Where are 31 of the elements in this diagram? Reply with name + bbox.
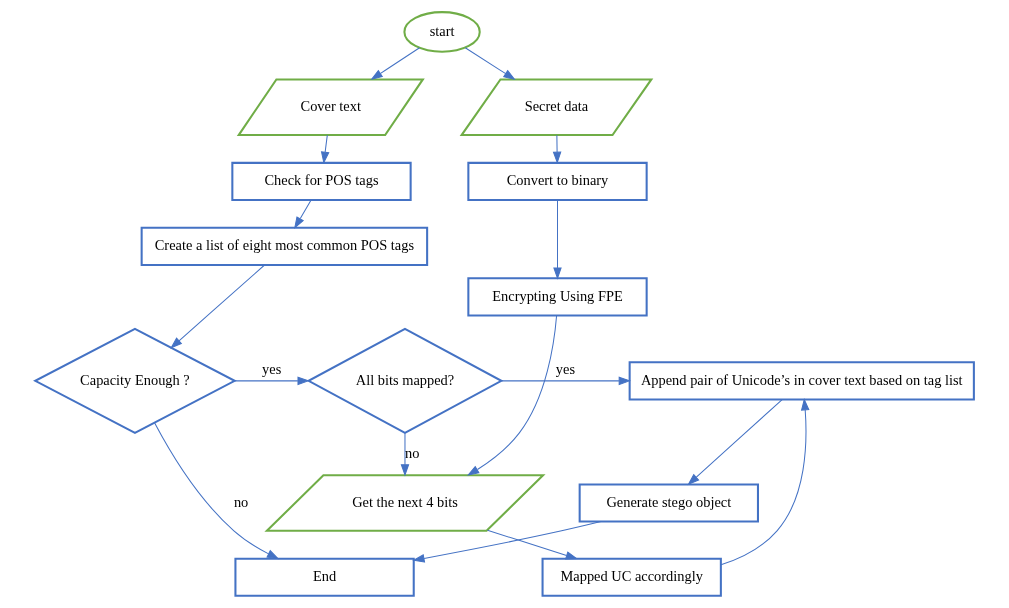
node-diamond: Capacity Enough ? bbox=[33, 327, 237, 435]
edge-label: no bbox=[233, 493, 249, 510]
arrow bbox=[370, 47, 421, 81]
node-box: Generate stego object bbox=[578, 483, 759, 523]
node-box: Encrypting Using FPE bbox=[467, 277, 648, 317]
arrow bbox=[552, 134, 562, 165]
arrow bbox=[154, 422, 280, 560]
edge-label: no bbox=[404, 444, 420, 461]
node-diamond: All bits mapped? bbox=[306, 327, 504, 435]
node-ellipse: start bbox=[403, 11, 481, 53]
node-box: End bbox=[234, 557, 415, 597]
arrow bbox=[320, 134, 330, 165]
arrow bbox=[553, 199, 562, 280]
edge-label: yes bbox=[555, 360, 576, 377]
arrow bbox=[486, 529, 578, 560]
arrow bbox=[234, 376, 310, 386]
node-box: Append pair of Unicode’s in cover text based on tag list bbox=[628, 361, 975, 401]
arrow bbox=[501, 376, 632, 386]
arrow bbox=[464, 47, 516, 81]
node-box: Check for POS tags bbox=[231, 161, 412, 202]
node-box: Create a list of eight most common POS tags bbox=[140, 226, 429, 266]
arrow bbox=[687, 399, 783, 486]
arrow bbox=[412, 521, 602, 563]
arrow bbox=[466, 314, 558, 476]
node-box: Mapped UC accordingly bbox=[541, 557, 722, 597]
arrow bbox=[720, 397, 810, 566]
arrow bbox=[400, 432, 410, 477]
edge-label: yes bbox=[262, 360, 282, 377]
arrow bbox=[170, 264, 266, 349]
node-box: Convert to binary bbox=[467, 161, 648, 202]
arrow bbox=[294, 199, 312, 229]
